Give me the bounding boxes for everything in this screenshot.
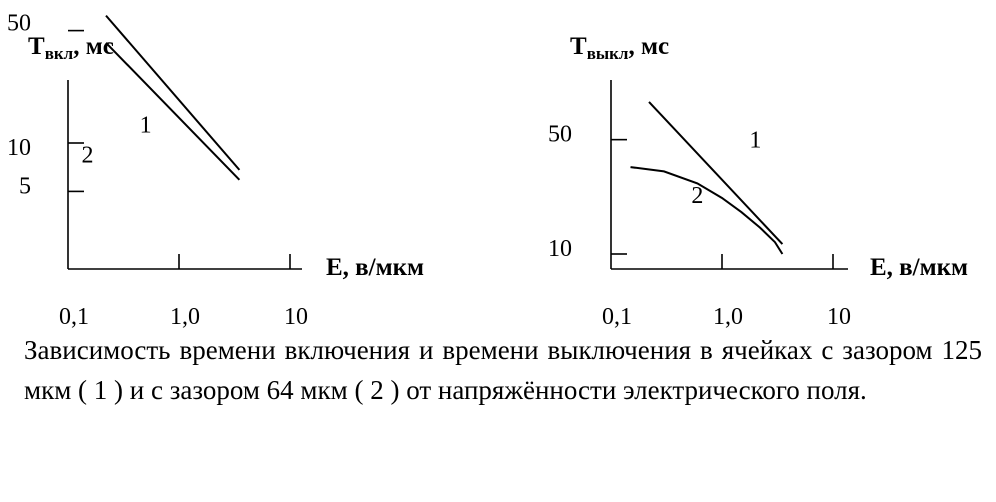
chart-1-series-2 (105, 42, 241, 181)
chart-1-x-tick-label: 0,1 (59, 304, 89, 330)
chart-1-y-title: Tвкл, мс (28, 33, 114, 63)
chart-1-y-tick-label: 5 (19, 173, 31, 199)
chart-1-x-label: E, в/мкм (326, 254, 424, 281)
chart-2-series-label-2: 2 (691, 183, 703, 209)
chart-1-series-label-1: 1 (140, 113, 152, 139)
chart-2-series-2 (630, 166, 784, 255)
chart-2-y-tick-label: 50 (548, 122, 572, 148)
chart-1-x-tick-label: 10 (284, 304, 308, 330)
figure: Tвкл, мс E, в/мкм 0,1 1,0 10 5 10 50 1 2 Tвыкл, мс… (7, 11, 968, 330)
chart-2-y-tick-label: 10 (548, 236, 572, 262)
figure-caption: Зависимость времени включения и времени … (24, 335, 982, 405)
chart-2-x-label: E, в/мкм (870, 254, 968, 281)
chart-2-x-tick-label: 10 (827, 304, 851, 330)
chart-2-y-title: Tвыкл, мс (570, 33, 669, 63)
chart-2-series-label-1: 1 (749, 128, 761, 154)
chart-1-y-tick-label: 50 (7, 11, 31, 37)
chart-1-series-label-2: 2 (82, 142, 94, 168)
chart-1-series-1 (105, 14, 241, 171)
chart-2-series-1 (648, 101, 784, 245)
chart-1-y-tick-label: 10 (7, 135, 31, 161)
chart-2-x-tick-label: 0,1 (602, 304, 632, 330)
chart-2-x-tick-label: 1,0 (713, 304, 743, 330)
chart-1-x-tick-label: 1,0 (170, 304, 200, 330)
